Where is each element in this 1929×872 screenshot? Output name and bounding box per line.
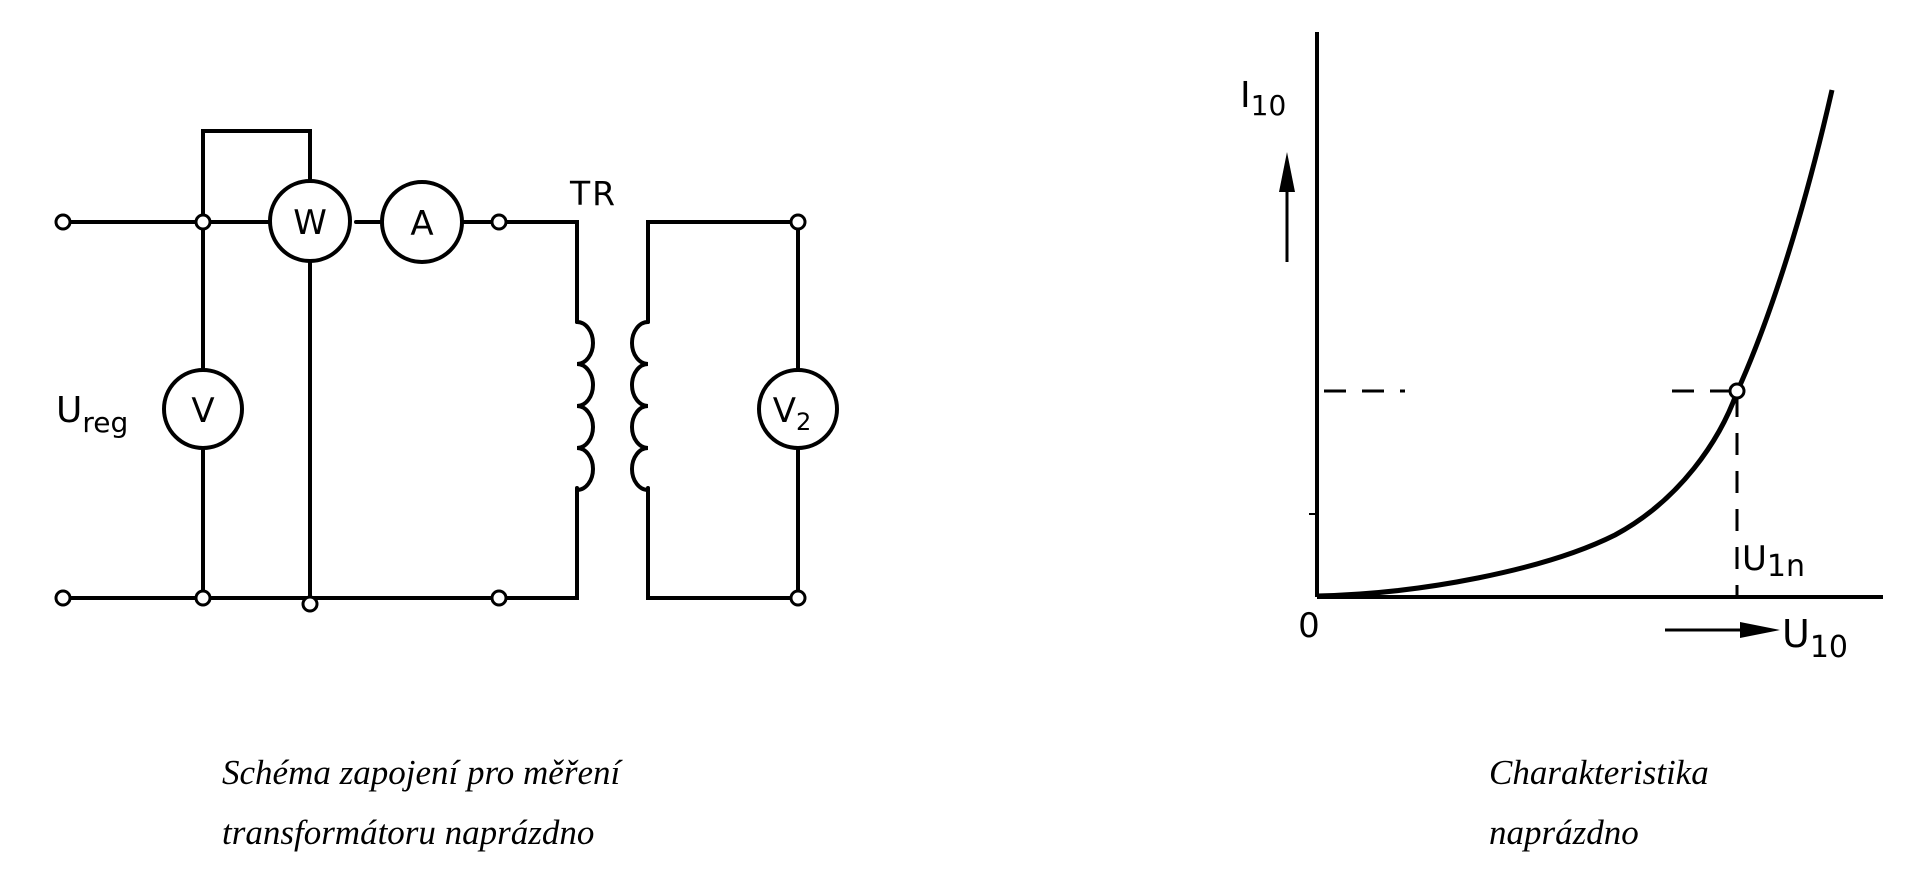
voltmeter2-symbol (757, 368, 839, 450)
voltmeter2-label-sub: 2 (796, 408, 811, 436)
characteristic-caption: Charakteristika naprázdno (1489, 743, 1709, 863)
output-terminal-top (789, 213, 807, 231)
source-voltage-label: Ureg (56, 390, 128, 439)
wattmeter-bridge-wire (201, 129, 312, 224)
source-voltage-sub: reg (82, 406, 128, 439)
y-axis-label: I10 (1240, 75, 1286, 122)
primary-winding (575, 320, 595, 492)
junction-bottom-wattmeter (301, 595, 319, 613)
characteristic-caption-line1: Charakteristika (1489, 753, 1709, 792)
voltmeter-symbol (162, 368, 244, 450)
input-terminal-top (54, 213, 72, 231)
junction-bottom-left (194, 589, 212, 607)
y-axis-label-main: I (1240, 75, 1251, 116)
source-voltage-main: U (56, 390, 82, 431)
x-axis-label: U10 (1782, 612, 1848, 665)
circuit-schematic (54, 129, 839, 613)
junction-top-left (194, 213, 212, 231)
circuit-labels: W A V V2 TR Ureg (56, 174, 811, 439)
terminal-after-ammeter (490, 213, 508, 231)
ammeter-label: A (410, 204, 433, 244)
input-terminal-bottom (54, 589, 72, 607)
secondary-bottom-wire (646, 486, 800, 600)
top-wire-to-primary (497, 220, 579, 324)
y-direction-arrow-head (1279, 152, 1295, 192)
no-load-characteristic (1279, 32, 1883, 638)
rated-voltage-label: U1n (1742, 539, 1805, 584)
voltmeter2-label: V2 (773, 391, 812, 436)
x-axis-label-main: U (1782, 612, 1810, 656)
output-terminal-bottom (789, 589, 807, 607)
circuit-caption-line1: Schéma zapojení pro měření (222, 753, 621, 792)
voltmeter-label: V (191, 391, 214, 431)
wattmeter-label: W (293, 203, 327, 243)
rated-voltage-sub: 1n (1767, 549, 1805, 584)
rated-operating-point (1728, 382, 1746, 400)
rated-voltage-main: U (1742, 539, 1767, 579)
ammeter-symbol (380, 180, 464, 264)
x-direction-arrow-head (1740, 622, 1780, 638)
y-axis-label-sub: 10 (1251, 89, 1287, 122)
characteristic-caption-line2: naprázdno (1489, 813, 1639, 852)
terminals (54, 213, 807, 613)
terminal-bottom-primary (490, 589, 508, 607)
voltmeter2-label-main: V (773, 391, 796, 431)
bottom-wire (61, 486, 579, 600)
secondary-winding (630, 320, 650, 492)
circuit-caption: Schéma zapojení pro měření transformátor… (222, 743, 620, 863)
origin-label: 0 (1298, 606, 1320, 646)
transformer-label: TR (569, 174, 617, 213)
characteristic-labels: I10 0 U10 U1n (1240, 75, 1848, 665)
wattmeter-symbol (268, 179, 352, 263)
x-axis-label-sub: 10 (1810, 630, 1848, 665)
no-load-curve (1316, 89, 1835, 599)
secondary-top-wire (646, 220, 800, 324)
circuit-caption-line2: transformátoru naprázdno (222, 813, 595, 852)
